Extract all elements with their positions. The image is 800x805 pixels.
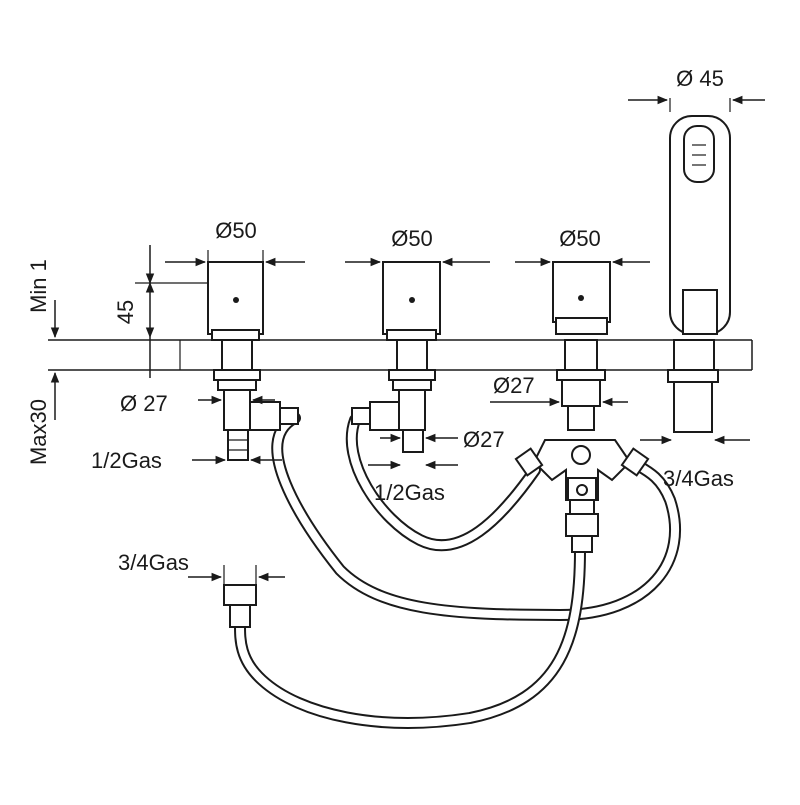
label-shower-diameter: Ø 45 [676,66,724,91]
hoses [234,412,681,729]
label-shank-diameter-mid: Ø27 [463,427,505,452]
label-thread-left: 1/2Gas [91,448,162,473]
hose-end-fitting [223,584,257,628]
label-deck-min: Min 1 [26,259,51,313]
label-handle-diameter-3: Ø50 [559,226,601,251]
handle-middle [351,261,441,453]
shower-handset [667,115,731,433]
label-handle-diameter-1: Ø50 [215,218,257,243]
label-handle-height: 45 [113,300,138,324]
label-deck-max: Max30 [26,399,51,465]
label-thread-shower: 3/4Gas [663,466,734,491]
label-shank-diameter-left: Ø 27 [120,391,168,416]
handle-left [207,261,299,461]
dimension-lines [50,95,765,585]
handle-diverter [514,261,650,553]
label-thread-mid: 1/2Gas [374,480,445,505]
label-shank-diameter-diverter: Ø27 [493,373,535,398]
label-handle-diameter-2: Ø50 [391,226,433,251]
label-thread-hose-end: 3/4Gas [118,550,189,575]
